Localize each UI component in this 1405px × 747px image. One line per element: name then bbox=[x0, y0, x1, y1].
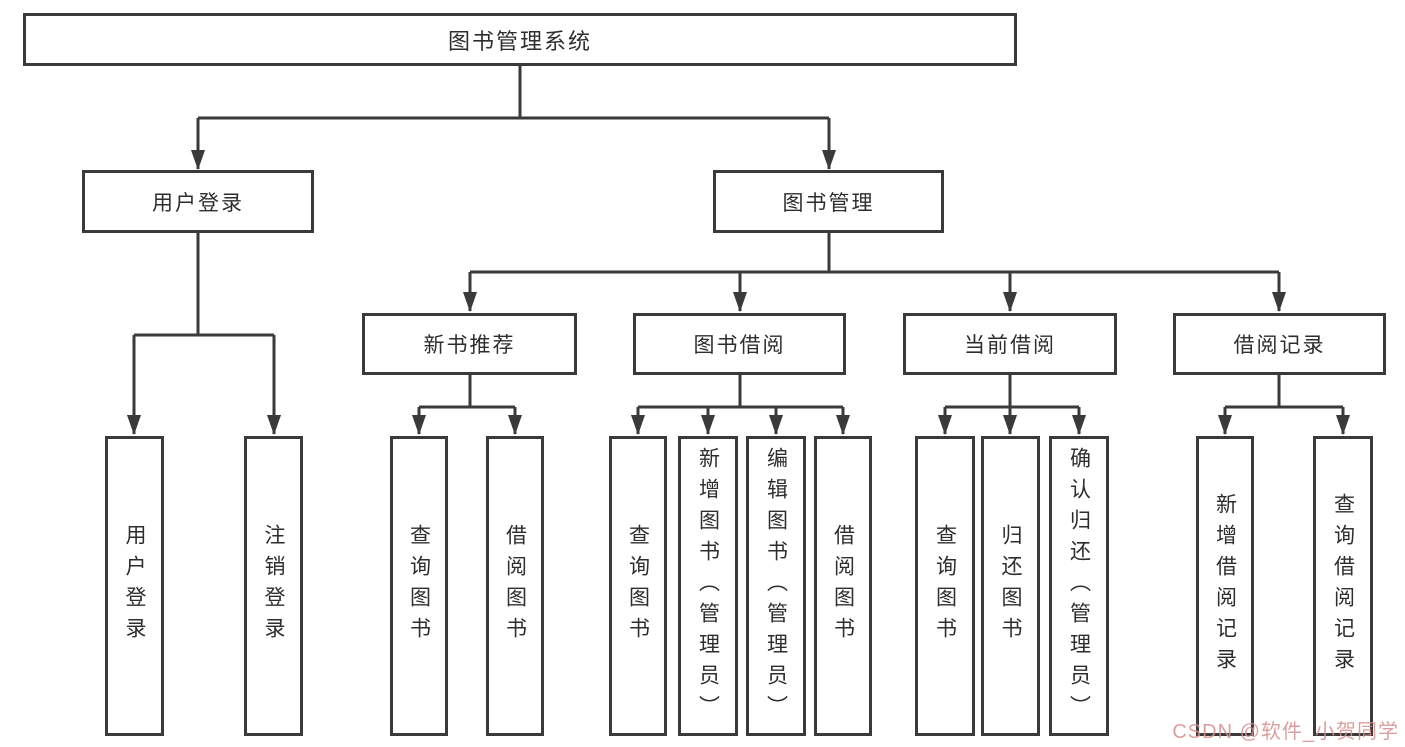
node-leaf-add-borrow-record-label: 新增借阅记录 bbox=[1213, 493, 1237, 679]
node-leaf-query-books-current-label: 查询图书 bbox=[933, 524, 957, 648]
node-leaf-query-books-borrowing: 查询图书 bbox=[609, 436, 667, 736]
node-leaf-borrow-books-recommend: 借阅图书 bbox=[486, 436, 544, 736]
node-book-management: 图书管理 bbox=[713, 170, 944, 233]
node-leaf-login: 用户登录 bbox=[105, 436, 164, 736]
node-borrowing-records-label: 借阅记录 bbox=[1233, 334, 1326, 357]
node-leaf-borrow-books-recommend-label: 借阅图书 bbox=[503, 524, 527, 648]
node-new-book-recommend: 新书推荐 bbox=[362, 313, 577, 375]
node-leaf-query-books-current: 查询图书 bbox=[915, 436, 975, 736]
node-leaf-return-books-label: 归还图书 bbox=[999, 524, 1022, 648]
node-new-book-recommend-label: 新书推荐 bbox=[423, 334, 516, 357]
node-leaf-add-borrow-record: 新增借阅记录 bbox=[1196, 436, 1254, 736]
node-book-borrowing-label: 图书借阅 bbox=[693, 334, 786, 357]
node-leaf-edit-books-admin-label: 编辑图书（管理员） bbox=[764, 446, 788, 726]
node-leaf-borrow-books-label: 借阅图书 bbox=[831, 524, 855, 648]
node-leaf-return-books: 归还图书 bbox=[981, 436, 1040, 736]
node-leaf-borrow-books: 借阅图书 bbox=[814, 436, 872, 736]
node-leaf-login-label: 用户登录 bbox=[123, 524, 146, 648]
node-leaf-edit-books-admin: 编辑图书（管理员） bbox=[746, 436, 806, 736]
node-leaf-query-books-borrowing-label: 查询图书 bbox=[626, 524, 650, 648]
node-leaf-confirm-return-admin-label: 确认归还（管理员） bbox=[1067, 446, 1091, 726]
node-user-login-label: 用户登录 bbox=[152, 191, 244, 215]
node-root-label: 图书管理系统 bbox=[447, 28, 592, 54]
node-leaf-add-books-admin-label: 新增图书（管理员） bbox=[696, 446, 720, 726]
node-book-borrowing: 图书借阅 bbox=[633, 313, 846, 375]
node-borrowing-records: 借阅记录 bbox=[1173, 313, 1386, 375]
node-leaf-query-borrow-record: 查询借阅记录 bbox=[1313, 436, 1373, 736]
watermark-text: CSDN @软件_小贺同学 bbox=[1172, 721, 1399, 743]
node-leaf-add-books-admin: 新增图书（管理员） bbox=[678, 436, 738, 736]
node-leaf-logout-label: 注销登录 bbox=[262, 524, 285, 648]
node-user-login: 用户登录 bbox=[82, 170, 314, 233]
node-leaf-query-books-recommend-label: 查询图书 bbox=[407, 524, 431, 648]
node-current-borrowing-label: 当前借阅 bbox=[964, 334, 1056, 357]
node-leaf-confirm-return-admin: 确认归还（管理员） bbox=[1049, 436, 1109, 736]
node-root: 图书管理系统 bbox=[23, 13, 1017, 66]
node-current-borrowing: 当前借阅 bbox=[903, 313, 1117, 375]
node-leaf-logout: 注销登录 bbox=[244, 436, 303, 736]
node-leaf-query-books-recommend: 查询图书 bbox=[390, 436, 448, 736]
node-leaf-query-borrow-record-label: 查询借阅记录 bbox=[1331, 493, 1355, 679]
node-book-management-label: 图书管理 bbox=[782, 191, 875, 215]
